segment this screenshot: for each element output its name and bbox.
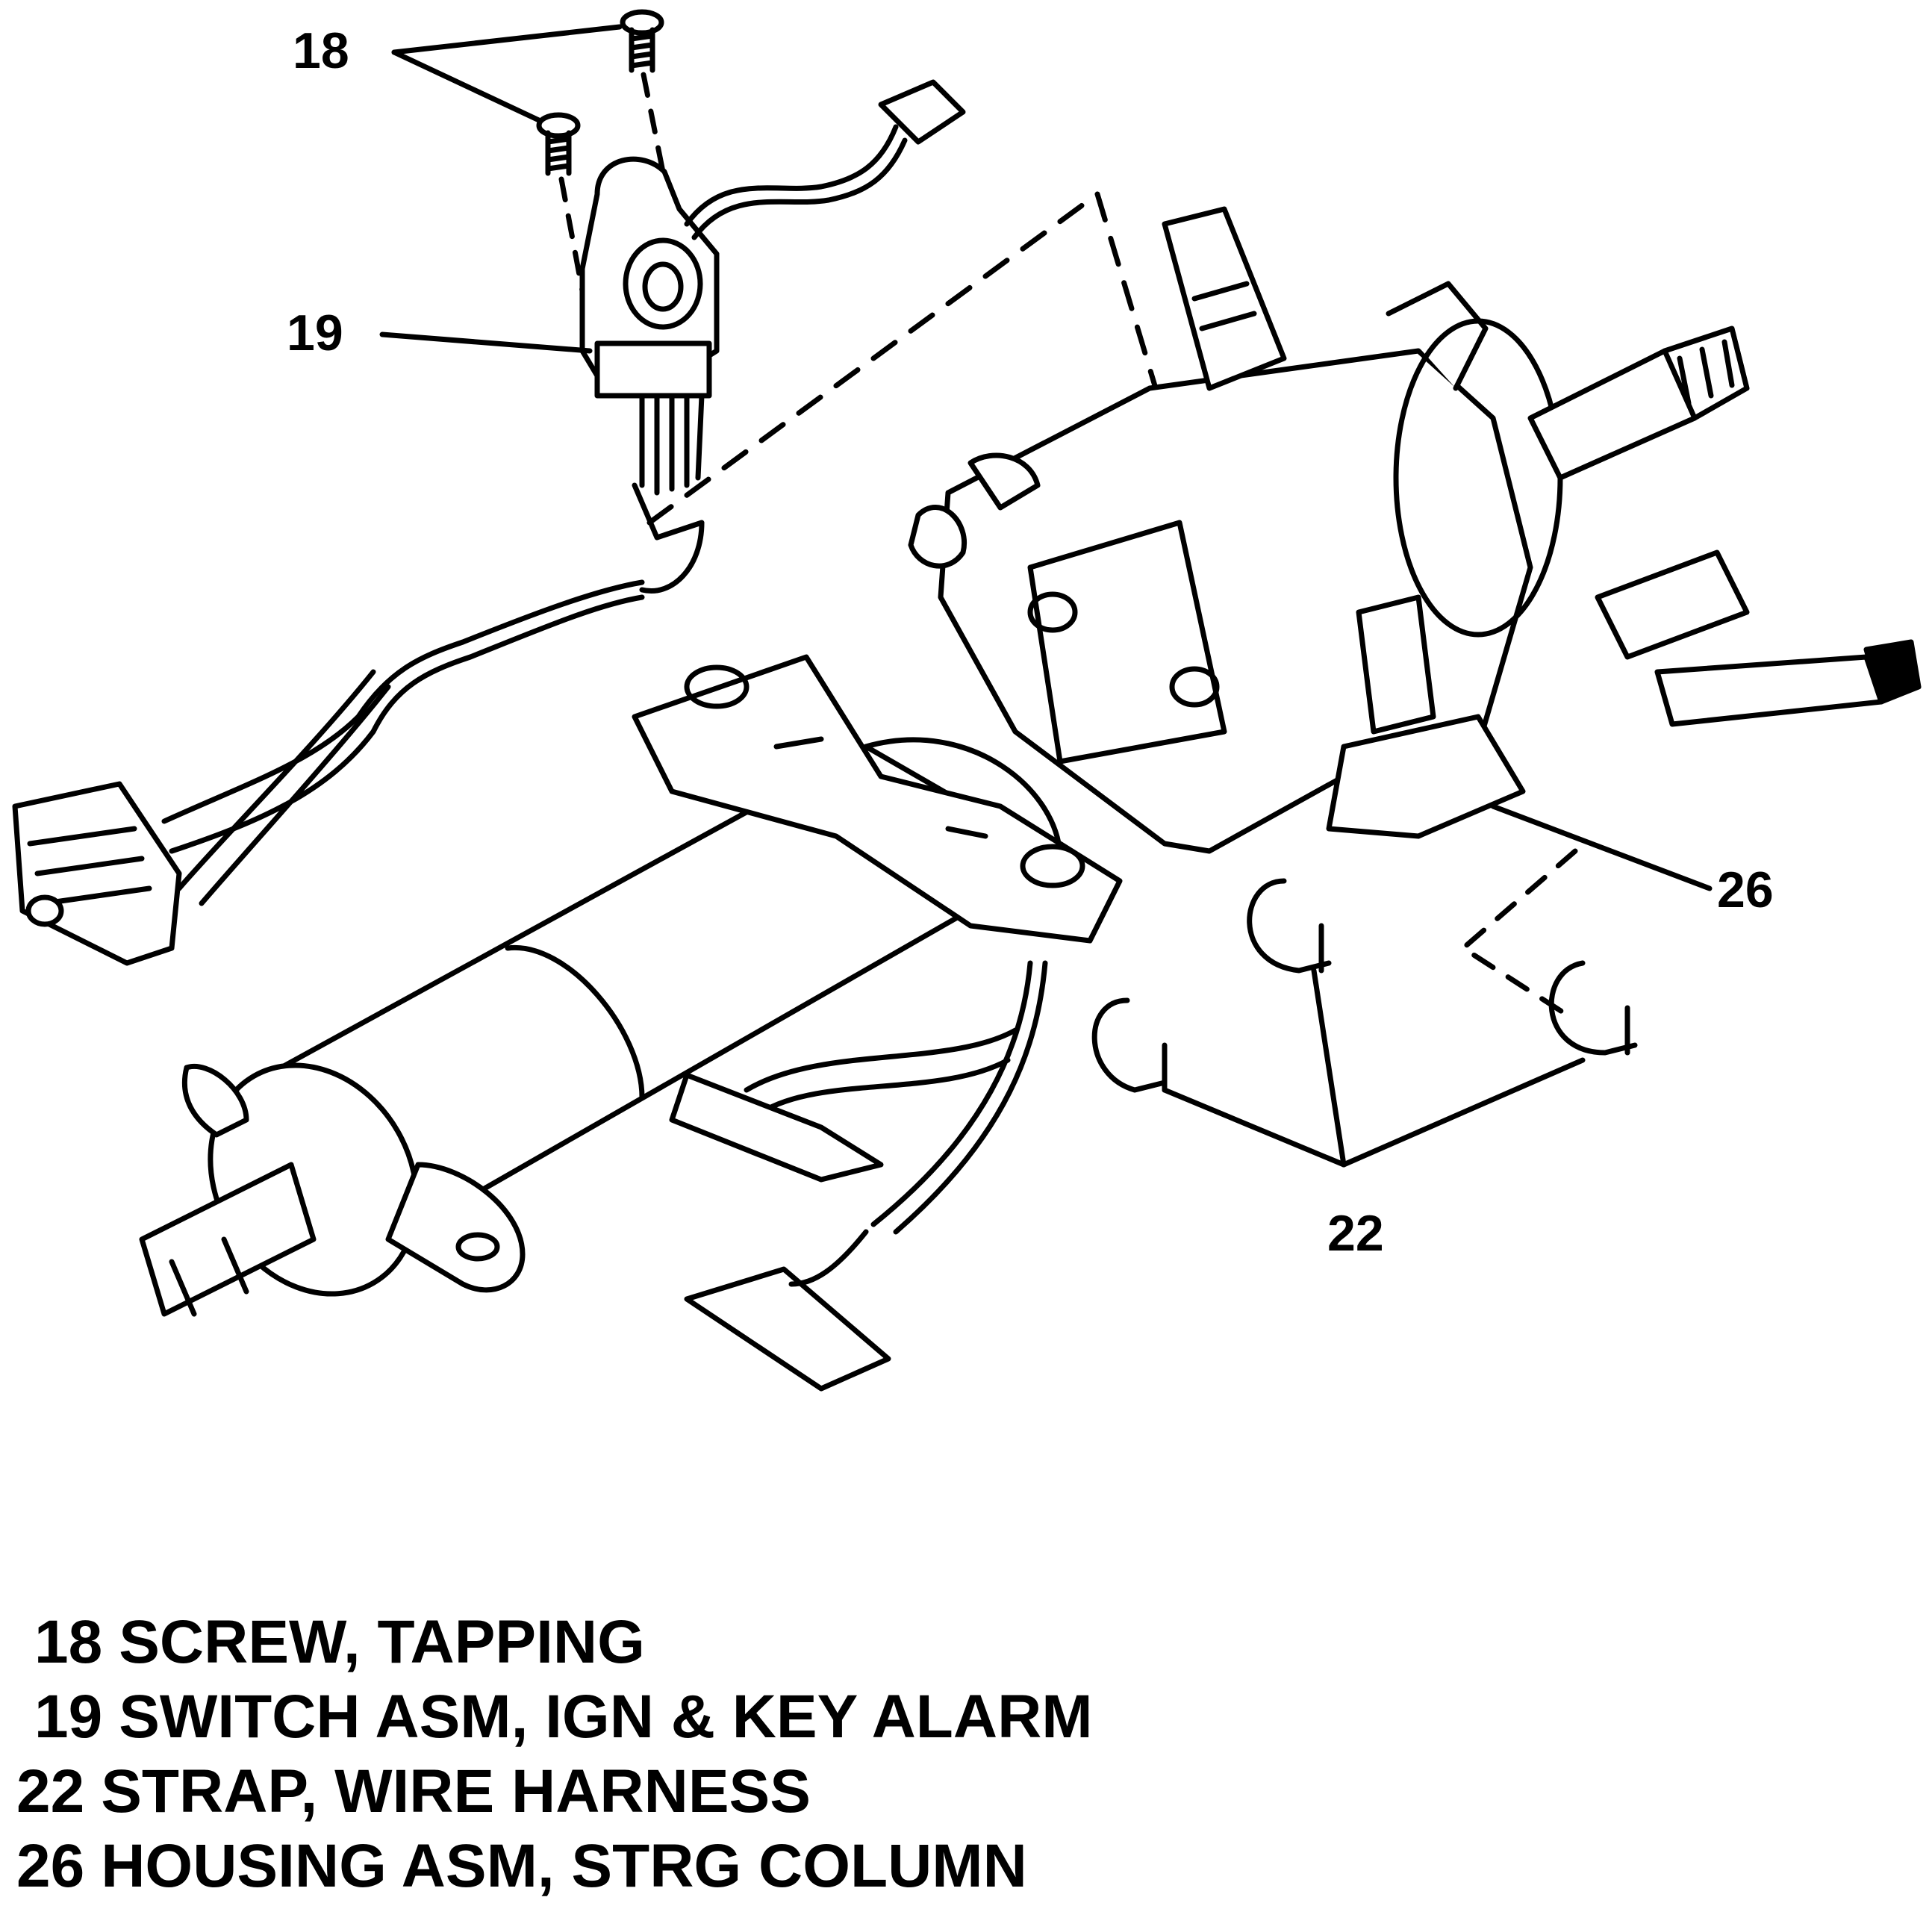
legend-number: 19: [34, 1683, 103, 1751]
wire-harness-strap-right: [1548, 960, 1638, 1056]
strap-axis-dashed: [1460, 848, 1578, 1018]
tapping-screw-lower: [536, 112, 581, 176]
ignition-switch-assembly: [579, 79, 966, 496]
tapping-screw-upper: [620, 9, 664, 73]
legend-number: 22: [16, 1757, 85, 1825]
leader-26: [1490, 803, 1713, 891]
leader-22-right: [1341, 1057, 1586, 1168]
steering-column-housing: [908, 206, 1563, 854]
leader-18-upper: [391, 24, 623, 55]
legend-number: 26: [16, 1832, 85, 1900]
legend-description: SCREW, TAPPING: [119, 1608, 645, 1676]
callout-18: 18: [293, 22, 349, 79]
left-wire-harness: [12, 579, 645, 966]
wire-harness-strap-left: [1091, 997, 1168, 1093]
callout-19: 19: [287, 305, 343, 361]
steering-shaft-upper: [1527, 326, 1750, 481]
legend-description: HOUSING ASM, STRG COLUMN: [101, 1832, 1027, 1900]
leader-22-left: [1162, 1087, 1347, 1168]
screw-axis-dashed-lower: [558, 176, 587, 302]
steering-column-tube: [139, 737, 1063, 1317]
column-clamp-bracket: [632, 654, 1123, 944]
switch-mounting-bracket: [632, 482, 705, 594]
steering-column-exploded-view: [12, 9, 1922, 1392]
assembly-line-dashed: [646, 191, 1168, 526]
callout-22: 22: [1327, 1205, 1384, 1262]
legend-description: SWITCH ASM, IGN & KEY ALARM: [119, 1683, 1093, 1751]
leader-19: [379, 331, 593, 354]
leader-18-lower: [391, 49, 543, 124]
callout-26: 26: [1717, 862, 1774, 918]
legend-number: 18: [34, 1608, 103, 1676]
leader-22-center: [1311, 968, 1347, 1168]
right-side-lever: [1595, 549, 1922, 727]
legend-description: STRAP, WIRE HARNESS: [101, 1757, 811, 1825]
lower-wire-harness: [669, 960, 1048, 1392]
wire-harness-strap-center: [1247, 878, 1332, 974]
